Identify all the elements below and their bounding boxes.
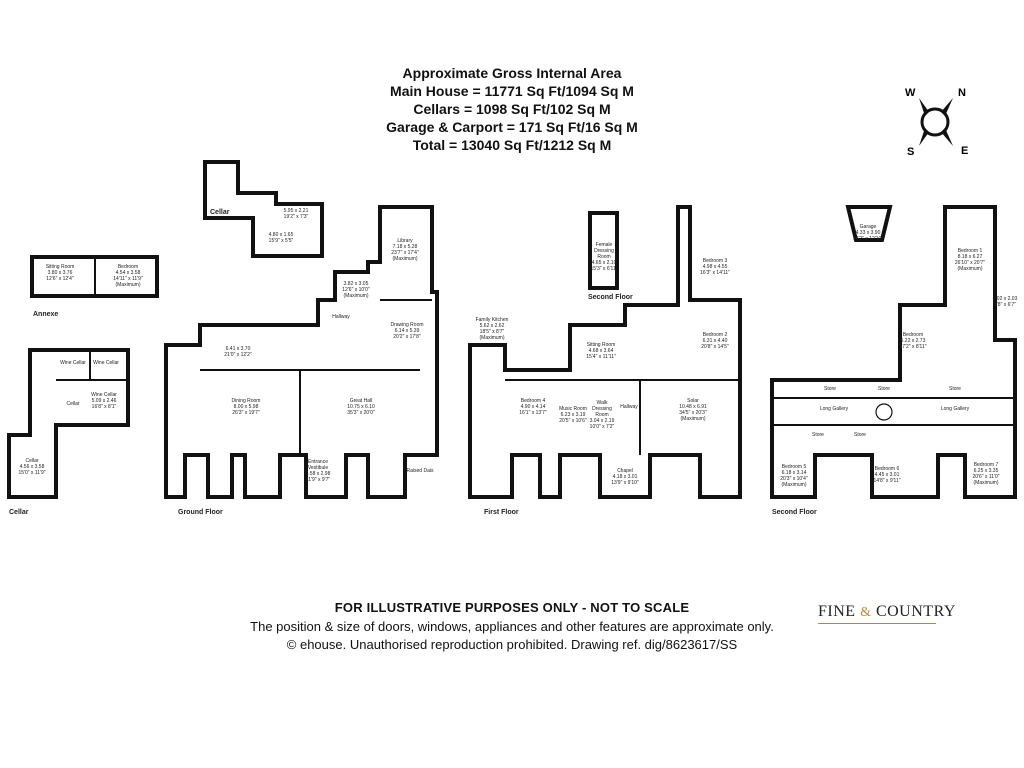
first-floor-label: First Floor bbox=[484, 509, 519, 516]
room-label-store1: Store bbox=[824, 386, 836, 392]
garage-outline bbox=[845, 205, 893, 242]
compass-s: S bbox=[907, 146, 914, 158]
brand-right: COUNTRY bbox=[875, 603, 956, 620]
brand-logo: FINE & COUNTRY bbox=[818, 603, 956, 621]
room-label-raised-dais: Raised Dais bbox=[407, 468, 434, 474]
cellar-top-label: Cellar bbox=[210, 209, 230, 216]
room-label-store3: Store bbox=[949, 386, 961, 392]
cellar-top-outline bbox=[203, 160, 324, 258]
cellar-bottom-label: Cellar bbox=[9, 509, 29, 516]
garage-area: Garage & Carport = 171 Sq Ft/16 Sq M bbox=[386, 119, 638, 135]
ground-floor-outline bbox=[164, 205, 439, 499]
room-label-store5: Store bbox=[854, 432, 866, 438]
room-label-hallway-f: Hallway bbox=[620, 404, 638, 410]
annexe-label: Annexe bbox=[33, 311, 58, 318]
room-label-long-gallery-1: Long Gallery bbox=[820, 406, 849, 412]
disclaimer-body: The position & size of doors, windows, a… bbox=[250, 619, 774, 634]
copyright-text: © ehouse. Unauthorised reproduction proh… bbox=[286, 637, 738, 652]
annexe-outline bbox=[30, 255, 159, 298]
disclaimer-title: FOR ILLUSTRATIVE PURPOSES ONLY - NOT TO … bbox=[334, 600, 690, 615]
area-summary: Approximate Gross Internal Area Main Hou… bbox=[0, 64, 1024, 154]
compass-e: E bbox=[961, 145, 968, 157]
ground-floor-label: Ground Floor bbox=[178, 509, 223, 516]
first-floor-outline bbox=[468, 205, 742, 499]
second-floor-small-outline bbox=[588, 211, 619, 290]
room-label-wine-cellar-2: Wine Cellar bbox=[93, 360, 119, 366]
compass-icon: W N S E bbox=[905, 87, 968, 158]
second-floor-outline bbox=[770, 205, 1017, 499]
room-label-cellar-mid: Cellar bbox=[66, 401, 79, 407]
brand-rule bbox=[818, 623, 936, 624]
second-floor-small-label: Second Floor bbox=[588, 294, 633, 301]
room-label-hallway-g: Hallway bbox=[332, 314, 350, 320]
room-label-long-gallery-2: Long Gallery bbox=[941, 406, 970, 412]
brand-amp: & bbox=[860, 605, 872, 620]
area-title: Approximate Gross Internal Area bbox=[402, 65, 622, 81]
compass-n: N bbox=[958, 87, 966, 99]
second-floor-label: Second Floor bbox=[772, 509, 817, 516]
cellars-area: Cellars = 1098 Sq Ft/102 Sq M bbox=[413, 101, 611, 117]
brand-left: FINE bbox=[818, 603, 856, 620]
room-label-store4: Store bbox=[812, 432, 824, 438]
room-label-store2: Store bbox=[878, 386, 890, 392]
cellar-bottom-outline bbox=[7, 348, 130, 499]
total-area: Total = 13040 Sq Ft/1212 Sq M bbox=[412, 137, 612, 153]
main-house-area: Main House = 11771 Sq Ft/1094 Sq M bbox=[390, 83, 634, 99]
compass-w: W bbox=[905, 87, 916, 99]
room-label-wine-cellar-1: Wine Cellar bbox=[60, 360, 86, 366]
